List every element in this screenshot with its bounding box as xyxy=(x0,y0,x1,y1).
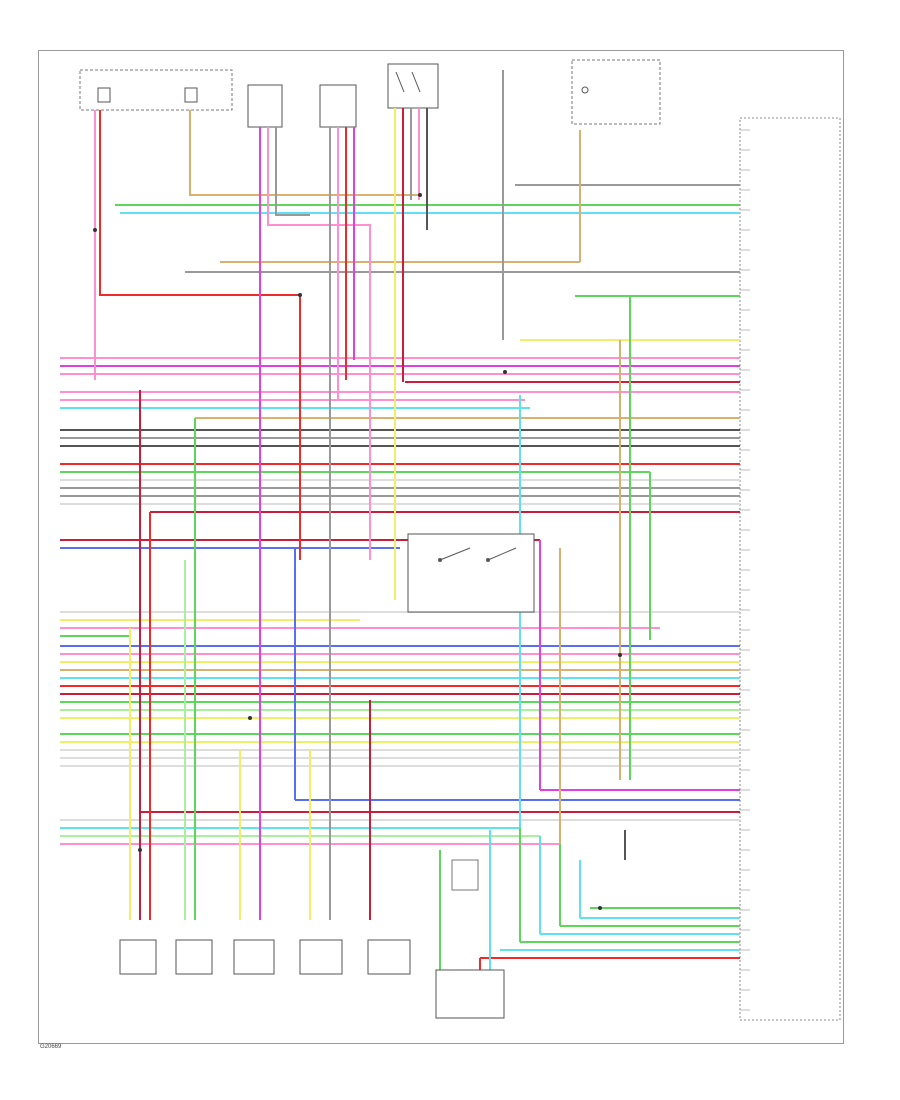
sensor-bottom-1 xyxy=(119,939,157,975)
horizontal-wires xyxy=(60,184,740,959)
splice-dot xyxy=(93,228,97,232)
splice-dot xyxy=(618,653,622,657)
splice-dot xyxy=(418,193,422,197)
switch-top-left xyxy=(97,87,111,103)
splice-dot xyxy=(248,716,252,720)
switch-box xyxy=(387,63,439,109)
switch-node-2 xyxy=(486,558,490,562)
switch-node-1 xyxy=(438,558,442,562)
switch-top-mid xyxy=(184,87,198,103)
splice-dot xyxy=(298,293,302,297)
sensor-right xyxy=(319,84,357,128)
wire-v-5 xyxy=(267,127,371,560)
wire-v-6 xyxy=(275,127,310,216)
pcm-pins xyxy=(740,129,750,1011)
relay-switch xyxy=(451,859,479,891)
switch-assembly xyxy=(407,533,535,613)
pcm-module xyxy=(739,117,841,1021)
solenoid-bottom-3 xyxy=(367,939,411,975)
splice-dot xyxy=(138,848,142,852)
dashed-box-top-left xyxy=(79,69,233,111)
wire-v-2 xyxy=(99,110,301,560)
switch-blade-2 xyxy=(487,547,517,561)
top-components xyxy=(79,59,841,1021)
splices xyxy=(93,193,622,910)
pin-ticks xyxy=(740,129,750,1011)
switch-contact-2 xyxy=(411,71,421,93)
solenoid-bottom-2 xyxy=(299,939,343,975)
diagram-id-code: G20669 xyxy=(40,1044,62,1050)
splice-dot xyxy=(598,906,602,910)
sensor-left xyxy=(247,84,283,128)
valve-body-connector xyxy=(435,969,505,1019)
wire-v-3 xyxy=(189,110,420,196)
solenoid-bottom-1 xyxy=(233,939,275,975)
middle-switch-box xyxy=(407,533,535,613)
indicator-lamp xyxy=(581,86,589,94)
vertical-wires xyxy=(94,70,651,970)
sensor-bottom-2 xyxy=(175,939,213,975)
splice-dot xyxy=(503,370,507,374)
bottom-components xyxy=(119,859,505,1019)
switch-blade-1 xyxy=(439,547,471,561)
diagram-frame xyxy=(38,50,844,1044)
switch-contact-1 xyxy=(395,71,405,93)
instrument-cluster-box xyxy=(571,59,661,125)
